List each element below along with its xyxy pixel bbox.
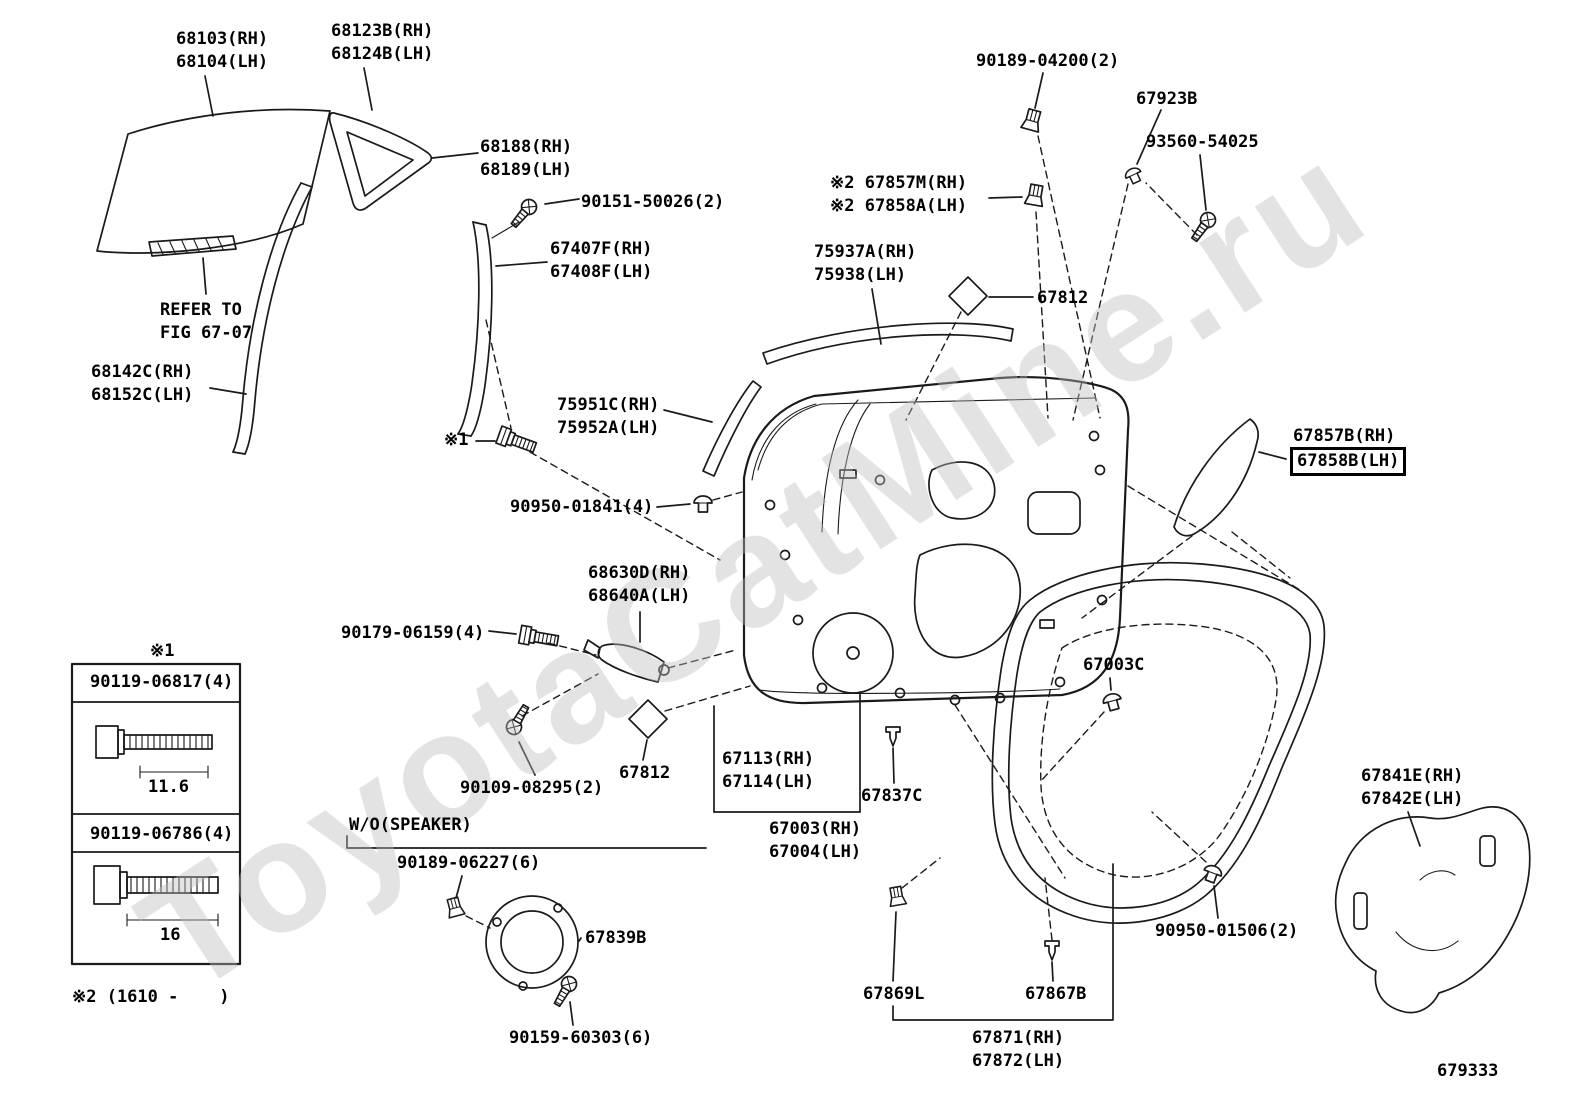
label-67407F[interactable]: 67407F(RH) 67408F(LH) [550, 239, 653, 282]
door-inner-panel [742, 375, 1130, 706]
door-check-68630 [583, 611, 737, 683]
label-90109-08295[interactable]: 90109-08295(2) [460, 778, 604, 798]
quarter-glass-shape [328, 67, 479, 211]
label-90189-04200[interactable]: 90189-04200(2) [976, 51, 1120, 71]
door-glass-shape [96, 75, 331, 254]
note-legend-ref1: ※1 [150, 641, 175, 661]
screw-90151-icon [491, 195, 580, 239]
label-68123B[interactable]: 68123B(RH) 68124B(LH) [331, 21, 434, 64]
label-67858B[interactable]: 67858B(LH) [1290, 447, 1407, 476]
dim-16: 16 [160, 925, 181, 945]
bolt-90179-icon [488, 624, 597, 656]
label-68188[interactable]: 68188(RH) 68189(LH) [480, 137, 573, 180]
bracket-67871 [892, 863, 1114, 1021]
clip-67869L-icon [886, 857, 941, 982]
pin-67867B-icon [1044, 877, 1060, 982]
doc-number: 679333 [1437, 1061, 1499, 1081]
clip-67837C-icon [885, 726, 901, 784]
screw-90109-icon [502, 673, 599, 776]
label-67839B[interactable]: 67839B [585, 928, 647, 948]
label-68142C[interactable]: 68142C(RH) 68152C(LH) [91, 362, 194, 405]
legend-box [70, 662, 242, 966]
label-67003C[interactable]: 67003C [1083, 655, 1145, 675]
retainer-67923B-group [1072, 109, 1220, 421]
label-90151-50026[interactable]: 90151-50026(2) [581, 192, 725, 212]
frame-molding-75951 [663, 380, 762, 477]
note-ref1-bolt: ※1 [444, 430, 469, 450]
wo-speaker-bracket [346, 835, 707, 849]
label-90119-06786[interactable]: 90119-06786(4) [90, 824, 234, 844]
bolt-ref1-icon [475, 425, 721, 561]
belt-molding-75937 [762, 288, 1014, 365]
label-67869L[interactable]: 67869L [863, 984, 925, 1004]
label-67113[interactable]: 67113(RH) 67114(LH) [722, 749, 815, 792]
label-67812-right[interactable]: 67812 [1037, 288, 1089, 308]
label-67812-left[interactable]: 67812 [619, 763, 671, 783]
bracket-67113 [713, 691, 861, 813]
label-90950-01841[interactable]: 90950-01841(4) [510, 497, 654, 517]
note-wo-speaker: W/O(SPEAKER) [349, 815, 472, 835]
label-90119-06817[interactable]: 90119-06817(4) [90, 672, 234, 692]
label-67857M[interactable]: ※2 67857M(RH) ※2 67858A(LH) [830, 173, 968, 216]
speaker-opening-group [443, 875, 582, 1026]
label-90179-06159[interactable]: 90179-06159(4) [341, 623, 485, 643]
label-67003[interactable]: 67003(RH) 67004(LH) [769, 819, 862, 862]
grommet-67003C-icon [1039, 677, 1125, 783]
label-68103[interactable]: 68103(RH) 68104(LH) [176, 29, 269, 72]
label-90189-06227[interactable]: 90189-06227(6) [397, 853, 541, 873]
dim-11-6: 11.6 [148, 777, 189, 797]
run-channel-front [457, 221, 548, 437]
weatherstrip-67871 [954, 485, 1326, 924]
clip-67857M-icon [988, 182, 1049, 419]
label-67837C[interactable]: 67837C [861, 786, 923, 806]
label-75937A[interactable]: 75937A(RH) 75938(LH) [814, 242, 917, 285]
label-75951C[interactable]: 75951C(RH) 75952A(LH) [557, 395, 660, 438]
clip-90189-04200-icon [1020, 72, 1101, 419]
run-channel-rear [209, 182, 313, 455]
sail-trim-67857B [1081, 418, 1291, 619]
label-67857B[interactable]: 67857B(RH) [1293, 426, 1396, 446]
label-67841E[interactable]: 67841E(RH) 67842E(LH) [1361, 766, 1464, 809]
grommet-90950-01506-icon [1151, 811, 1225, 919]
grommet-90950-01841-icon [656, 491, 743, 513]
label-90950-01506[interactable]: 90950-01506(2) [1155, 921, 1299, 941]
label-90159-60303[interactable]: 90159-60303(6) [509, 1028, 653, 1048]
service-hole-cover-67841E [1334, 806, 1531, 1014]
label-67871[interactable]: 67871(RH) 67872(LH) [972, 1028, 1065, 1071]
note-refer-fig: REFER TO FIG 67-07 [160, 300, 253, 343]
label-68630D[interactable]: 68630D(RH) 68640A(LH) [588, 563, 691, 606]
glass-retainer-strip [148, 235, 237, 295]
label-67923B[interactable]: 67923B [1136, 89, 1198, 109]
sash-pad-67812-left [628, 685, 751, 761]
label-67867B[interactable]: 67867B [1025, 984, 1087, 1004]
label-93560-54025[interactable]: 93560-54025 [1146, 132, 1259, 152]
note-ref2-date: ※2 (1610 - ) [72, 987, 230, 1007]
